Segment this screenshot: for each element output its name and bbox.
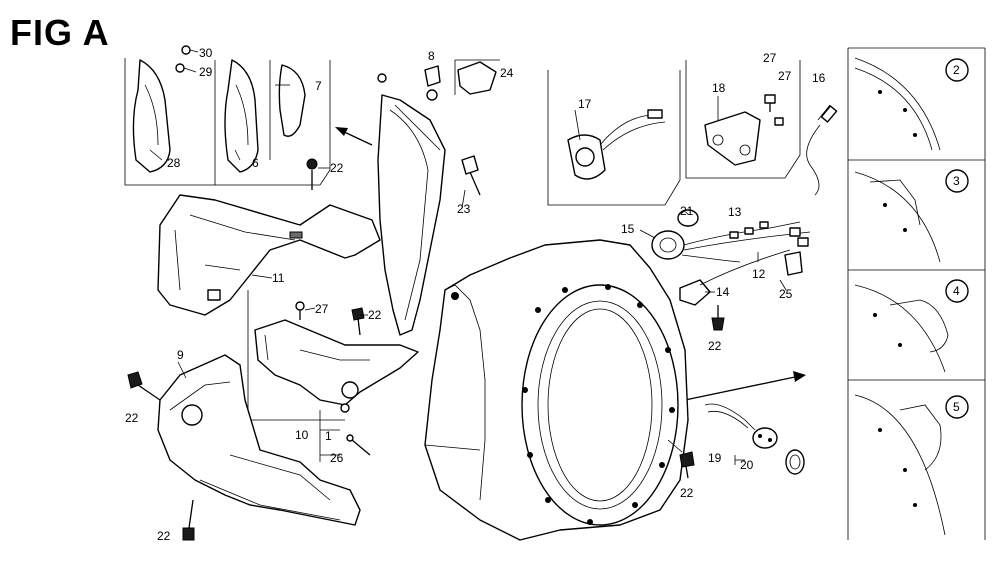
- label-11: 11: [272, 271, 285, 285]
- label-6: 6: [252, 156, 259, 170]
- screw-22e: [667, 439, 695, 479]
- arrow-to-callouts: [684, 371, 806, 401]
- label-17: 17: [578, 97, 592, 111]
- parts-8-24: [424, 59, 500, 101]
- part-7-guide: [278, 64, 306, 137]
- label-21: 21: [680, 204, 694, 218]
- part-9-lower-guide: [157, 354, 361, 526]
- screw-22f: [182, 499, 195, 541]
- inset-box-18: [685, 60, 801, 179]
- label-18: 18: [712, 81, 726, 95]
- label-28: 28: [167, 156, 181, 170]
- wiring-cluster: [651, 209, 811, 331]
- label-14: 14: [716, 285, 730, 299]
- label-22b: 22: [708, 339, 722, 353]
- lower-bracket: [247, 290, 419, 462]
- label-27c: 27: [315, 302, 329, 316]
- leader-lines: [149, 84, 787, 379]
- screws-27-22-bracket: [295, 301, 365, 336]
- inset-box-28-6-7: [124, 45, 331, 186]
- parts-19-20: [704, 403, 805, 475]
- label-13: 13: [728, 205, 742, 219]
- label-30: 30: [199, 46, 213, 60]
- figure-title: FIG A: [10, 12, 110, 53]
- label-23: 23: [457, 202, 471, 216]
- callout-2-circle: [945, 58, 969, 82]
- part-28-bracket: [132, 59, 171, 173]
- label-26: 26: [330, 451, 344, 465]
- label-22c: 22: [368, 308, 382, 322]
- callout-5-label: 5: [953, 400, 960, 414]
- label-10: 10: [295, 428, 309, 442]
- label-24: 24: [500, 66, 514, 80]
- screw-22a: [306, 158, 318, 190]
- callout-3-label: 3: [953, 174, 960, 188]
- callout-2-label: 2: [953, 63, 960, 77]
- part-labels: 30 29 7 28 6 8 24 17 18 27 27 16 22 23 2…: [125, 46, 960, 543]
- screw-22d: [127, 371, 161, 401]
- part-11-air-guide: [157, 194, 381, 316]
- callout-5-circle: [945, 395, 969, 419]
- label-7: 7: [315, 79, 322, 93]
- callout-4-circle: [945, 279, 969, 303]
- label-29: 29: [199, 65, 213, 79]
- label-16: 16: [812, 71, 826, 85]
- label-27b: 27: [778, 69, 792, 83]
- screw-30: [181, 45, 191, 55]
- tall-cover: [377, 73, 446, 336]
- arrow-to-cover: [335, 127, 373, 146]
- washer-29: [175, 63, 185, 73]
- fan-shroud: [424, 239, 689, 541]
- label-1: 1: [325, 429, 332, 443]
- label-8: 8: [428, 49, 435, 63]
- inset-box-17: [547, 70, 681, 206]
- label-22f: 22: [157, 529, 171, 543]
- callout-4-label: 4: [953, 284, 960, 298]
- part-18-bracket: [704, 111, 761, 166]
- wire-16: [806, 104, 838, 196]
- label-9: 9: [177, 348, 184, 362]
- label-19: 19: [708, 451, 722, 465]
- label-20: 20: [740, 458, 754, 472]
- label-12: 12: [752, 267, 766, 281]
- part-6-bracket: [224, 59, 259, 173]
- label-27a: 27: [763, 51, 777, 65]
- screw-23: [461, 155, 481, 196]
- callout-column: [847, 47, 986, 540]
- callout-3-circle: [945, 169, 969, 193]
- label-22d: 22: [125, 411, 139, 425]
- label-22e: 22: [680, 486, 694, 500]
- label-22a: 22: [330, 161, 344, 175]
- label-15: 15: [621, 222, 635, 236]
- label-25: 25: [779, 287, 793, 301]
